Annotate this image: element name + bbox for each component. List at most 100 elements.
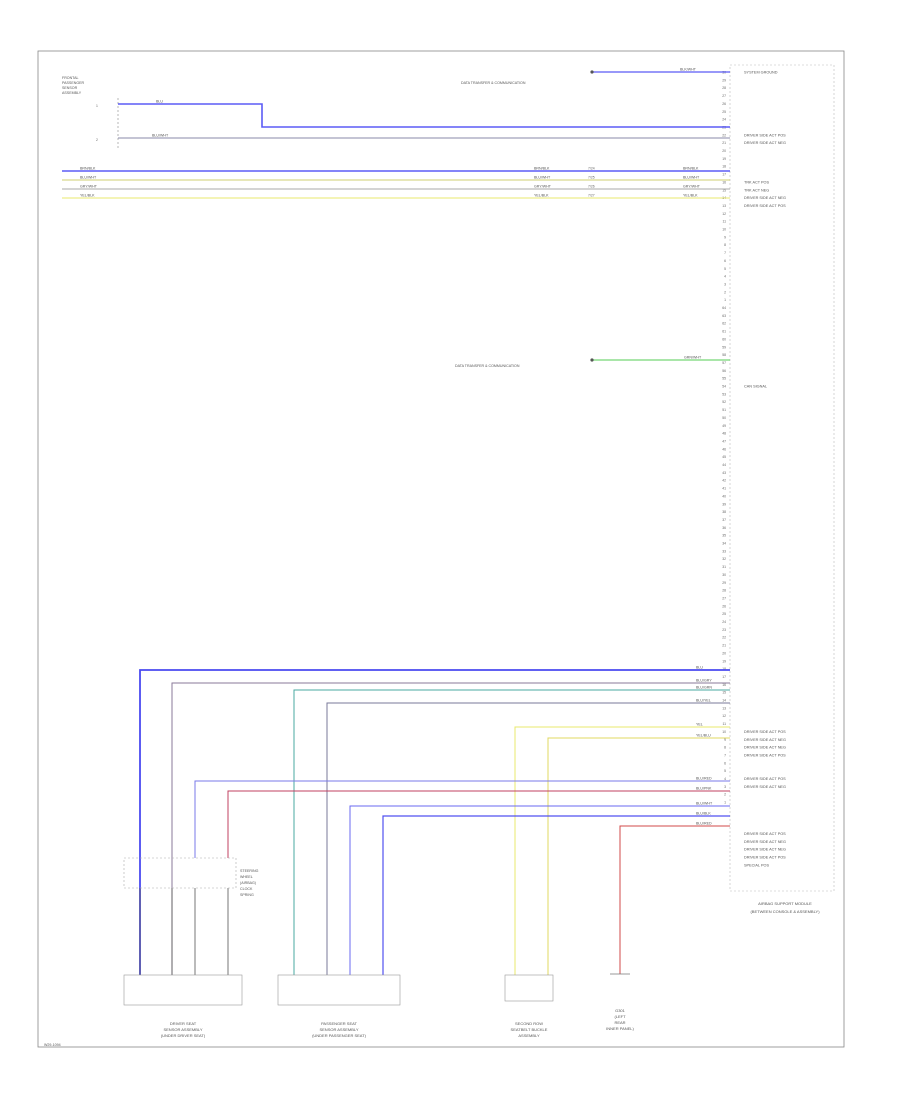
module-pin-8: 22 [722,133,726,137]
module-pin-47: 47 [722,439,726,443]
module-pin-1: 29 [722,78,726,82]
wire-label-w_tl1: BLU [156,100,163,104]
diagram-frame [37,50,845,1048]
module-pin-60: 34 [722,542,726,546]
module-pin-50: 44 [722,463,726,467]
module-function-4: TRK ACT NEG [744,188,769,192]
module-pin-87: 7 [724,753,726,757]
module-pin-6: 24 [722,118,726,122]
center-pin-3: 7/27 [588,194,595,198]
center-connector-pins: 7/247/257/267/27 [588,167,595,198]
module-pin-37: 57 [722,361,726,365]
module-pin-17: 13 [722,204,726,208]
module-pin-54: 40 [722,494,726,498]
module-function-6: DRIVER SIDE ACT POS [744,204,786,208]
ground-point: G301 (LEFT REAR INNER PANEL) [606,973,635,1031]
module-pin-41: 53 [722,392,726,396]
module-pin-12: 18 [722,165,726,169]
module-pin-27: 3 [724,282,726,286]
module-pin-31: 63 [722,314,726,318]
wire-label-right-w_c3: GRY/WHT [683,185,701,189]
passenger-seat-sensor-box [277,974,401,1006]
module-pin-59: 35 [722,534,726,538]
module-function-8: DRIVER SIDE ACT POS [744,730,786,734]
module-pin-78: 16 [722,683,726,687]
clock-spring-label-4: CLOCK [240,887,253,891]
module-pin-72: 22 [722,636,726,640]
module-pin-57: 37 [722,518,726,522]
wire-label-w_b10: BLU/BLK [696,812,711,816]
ref-data-transfer-2: DATA TRANSFER & COMMUNICATION [455,364,520,368]
center-pin-2: 7/26 [588,185,595,189]
wire-label-w_b7: BLU/RED [696,777,712,781]
module-pin-65: 29 [722,581,726,585]
module-pin-70: 24 [722,620,726,624]
second-row-buckle-box [504,974,554,1002]
driver-seat-label-3: (UNDER DRIVER SEAT) [161,1033,206,1038]
passenger-seat-label-2: SENSOR ASSEMBLY [319,1027,358,1032]
module-pin-49: 45 [722,455,726,459]
module-pin-73: 21 [722,644,726,648]
ground-label-4: INNER PANEL) [606,1026,634,1031]
module-pin-4: 26 [722,102,726,106]
module-pin-42: 52 [722,400,726,404]
wire-label-w_b11: BLU/RED [696,822,712,826]
module-pin-24: 6 [724,259,726,263]
module-pin-92: 2 [724,793,726,797]
driver-seat-label-2: SENSOR ASSEMBLY [163,1027,202,1032]
center-pin-1: 7/25 [588,176,595,180]
module-pin-68: 26 [722,604,726,608]
driver-seat-sensor-box [123,974,243,1006]
wire-label-w_ground: BLK/WHT [680,68,697,72]
module-pin-91: 3 [724,785,726,789]
module-function-17: DRIVER SIDE ACT POS [744,856,786,860]
wire-label-w_can: GRN/WHT [684,356,702,360]
module-pin-56: 38 [722,510,726,514]
module-pin-20: 10 [722,228,726,232]
module-pin-15: 15 [722,188,726,192]
module-pin-14: 16 [722,180,726,184]
module-pin-38: 56 [722,369,726,373]
module-function-2: DRIVER SIDE ACT NEG [744,141,786,145]
module-pin-30: 64 [722,306,726,310]
passenger-seat-sensor: PASSENGER SEAT SENSOR ASSEMBLY (UNDER PA… [277,974,401,1038]
module-function-14: DRIVER SIDE ACT POS [744,832,786,836]
driver-seat-label-1: DRIVER SEAT [170,1021,197,1026]
module-pin-44: 50 [722,416,726,420]
module-function-10: DRIVER SIDE ACT NEG [744,746,786,750]
wire-w_b9 [349,805,730,975]
module-pin-26: 4 [724,275,726,279]
wire-label-mid-w_c3: GRY/WHT [534,185,552,189]
driver-seat-sensor: DRIVER SEAT SENSOR ASSEMBLY (UNDER DRIVE… [123,974,243,1038]
module-pin-82: 12 [722,714,726,718]
wire-label-w_c4: YEL/BLK [80,194,95,198]
wire-w_b7 [194,780,730,858]
module-pin-83: 11 [722,722,726,726]
module-pin-89: 5 [724,769,726,773]
wire-w_b8 [227,790,730,858]
ref-dot-2 [590,358,594,362]
wire-label-w_tl2: BLU/WHT [152,134,169,138]
module-pin-19: 11 [722,220,726,224]
wire-w_b5 [514,726,730,975]
frontal-sensor-label-2: PASSENGER [62,81,85,85]
module-pin-40: 54 [722,385,726,389]
module-pin-39: 55 [722,377,726,381]
frontal-pin-1: 1 [96,104,98,108]
ref-data-transfer-1: DATA TRANSFER & COMMUNICATION [461,81,526,85]
module-pin-66: 28 [722,589,726,593]
module-pin-75: 19 [722,659,726,663]
module-function-3: TRK ACT POS [744,180,770,184]
module-function-13: DRIVER SIDE ACT NEG [744,785,786,789]
module-pin-90: 4 [724,777,726,781]
module-pin-80: 14 [722,699,726,703]
module-function-7: CAN SIGNAL [744,385,767,389]
footer-code: W29-1094 [44,1043,61,1047]
wire-w_b2 [171,682,730,975]
wire-label-w_b1: BLU [696,666,703,670]
module-function-9: DRIVER SIDE ACT NEG [744,738,786,742]
module-pin-74: 20 [722,651,726,655]
module-pin-9: 21 [722,141,726,145]
wire-label-w_b6: YEL/BLU [696,734,711,738]
